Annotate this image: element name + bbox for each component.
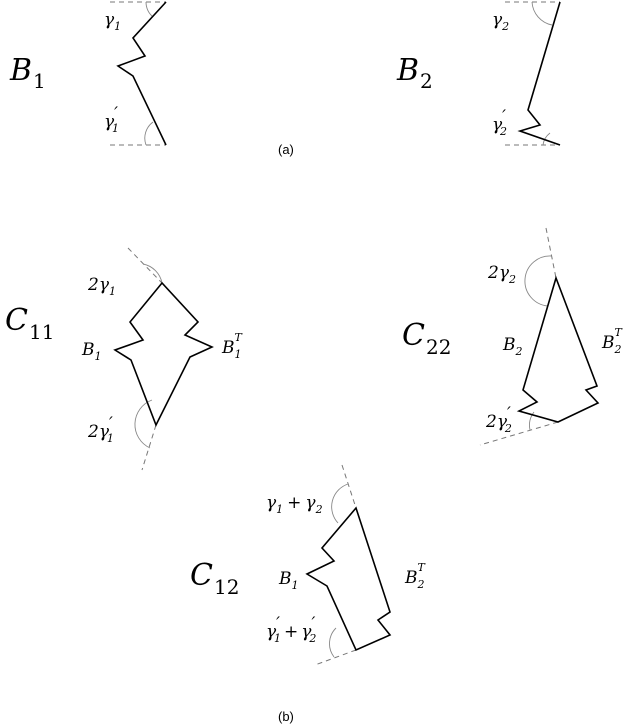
c11-top-dashed-line xyxy=(127,247,163,284)
c11-closed-boundary xyxy=(113,281,214,427)
c12-label: C12 xyxy=(190,558,239,599)
b1-zigzag-boundary xyxy=(116,1,167,146)
c12-right-label: B2T xyxy=(404,561,427,591)
c12-bottom-angle-arc xyxy=(329,627,337,658)
c22-bottom-dashed-line xyxy=(479,421,559,446)
c11-angle-top-label: 2γ1 xyxy=(87,275,116,298)
b2-zigzag-boundary xyxy=(517,1,561,146)
c12-angle-bottom-label: γ′1+γ′2 xyxy=(266,614,316,645)
b1-angle-top-label: γ1 xyxy=(104,10,121,33)
c22-top-dashed-line xyxy=(545,227,557,279)
c11-right-label: B1T xyxy=(221,331,244,361)
b1-label: B1 xyxy=(9,53,46,93)
c12-shape-group xyxy=(305,464,392,666)
caption-a: (a) xyxy=(278,142,294,157)
b1-bottom-angle-arc xyxy=(144,121,154,146)
b2-angle-top-label: γ2 xyxy=(492,10,509,33)
b2-top-angle-arc xyxy=(531,1,553,26)
b2-bottom-angle-arc xyxy=(542,132,551,146)
c11-left-label: B1 xyxy=(81,340,102,363)
c12-top-angle-arc xyxy=(331,483,349,524)
c11-bottom-dashed-line xyxy=(141,424,157,471)
c22-angle-top-label: 2γ2 xyxy=(487,263,516,286)
c11-top-angle-arc xyxy=(142,263,163,284)
c22-top-angle-arc xyxy=(524,255,553,307)
c22-closed-boundary xyxy=(516,275,600,423)
c11-shape-group xyxy=(113,247,214,471)
c22-shape-group xyxy=(479,227,600,446)
b2-shape-group xyxy=(505,1,561,146)
c22-label: C22 xyxy=(402,318,451,359)
c22-bottom-angle-arc xyxy=(529,411,535,431)
c12-left-label: B1 xyxy=(278,569,299,592)
b1-angle-bottom-label: γ′1 xyxy=(104,104,119,135)
b1-shape-group xyxy=(110,1,167,146)
c11-label: C11 xyxy=(5,303,54,344)
c12-bottom-dashed-line xyxy=(314,649,357,666)
c22-left-label: B2 xyxy=(502,335,523,358)
c11-bottom-angle-arc xyxy=(134,399,153,449)
c22-angle-bottom-label: 2γ′2 xyxy=(485,404,512,435)
b2-angle-bottom-label: γ′2 xyxy=(492,107,507,138)
c11-angle-bottom-label: 2γ′1 xyxy=(87,414,114,445)
b1-top-angle-arc xyxy=(145,1,154,18)
c22-right-label: B2T xyxy=(601,326,624,356)
caption-b: (b) xyxy=(278,709,294,724)
c12-closed-boundary xyxy=(305,506,392,652)
c12-top-dashed-line xyxy=(341,464,357,509)
c12-angle-top-label: γ1+γ2 xyxy=(266,493,323,516)
b2-label: B2 xyxy=(396,53,433,93)
